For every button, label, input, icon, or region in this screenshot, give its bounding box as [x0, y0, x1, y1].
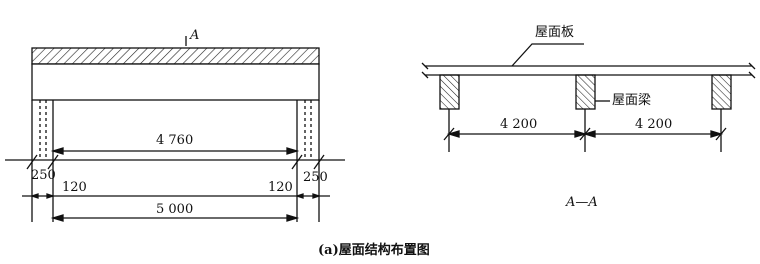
roof-slab-hatched [31, 47, 320, 65]
beam-section-1 [439, 74, 460, 110]
left-wall [31, 100, 54, 160]
figure-caption: (a)屋面结构布置图 [318, 243, 430, 258]
dim-bearing-left-label: 120 [62, 180, 87, 195]
beam-label: 屋面梁 [612, 93, 652, 108]
slab-leader [511, 43, 584, 67]
dim-span-right-label: 4 200 [635, 117, 673, 132]
roof-beam-body [31, 63, 320, 101]
dim-wall-right-label: 250 [303, 170, 328, 185]
beam-section-2 [575, 74, 596, 110]
dim-clear-span-label: 4 760 [156, 133, 194, 148]
right-wall [296, 100, 320, 160]
slab-label: 屋面板 [535, 25, 575, 40]
dim-total-span-label: 5 000 [156, 202, 194, 217]
left-elevation [5, 36, 345, 222]
dim-span-left-label: 4 200 [500, 117, 538, 132]
dim-wall-left-label: 250 [31, 168, 56, 183]
section-title: A—A [566, 195, 598, 210]
dim-bearing-right-label: 120 [268, 180, 293, 195]
right-section [421, 43, 756, 152]
section-marker-label: A [190, 28, 200, 43]
beam-section-3 [711, 74, 732, 110]
